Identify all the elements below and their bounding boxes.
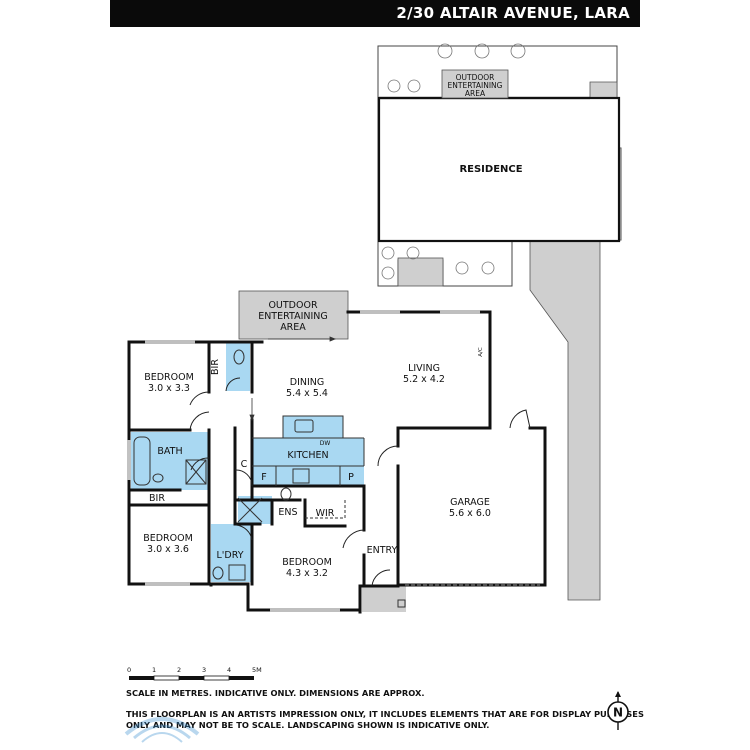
f-label: F: [261, 472, 266, 483]
bedroom1-dims: 3.0 x 3.3: [148, 383, 190, 394]
outdoor-top-label-2: ENTERTAINING: [448, 81, 503, 90]
compass-n-label: N: [613, 706, 623, 720]
watermark-logo: [124, 717, 200, 743]
north-compass-icon: N: [607, 691, 629, 730]
porch-post: [397, 599, 406, 608]
outdoor-main-label-3: AREA: [280, 322, 306, 333]
disclaimer-line-2: THIS FLOORPLAN IS AN ARTISTS IMPRESSION …: [126, 709, 644, 719]
p-label: P: [348, 472, 354, 483]
dining-dims: 5.4 x 5.4: [286, 388, 328, 399]
address-title: 2/30 ALTAIR AVENUE, LARA: [396, 4, 630, 22]
c-label: C: [241, 459, 248, 470]
scale-tick-2: 2: [177, 666, 181, 674]
bedroom2-dims: 3.0 x 3.6: [147, 544, 189, 555]
ldry-fill: [211, 524, 251, 582]
wir-label: WIR: [316, 508, 335, 519]
outdoor-area-main: [238, 290, 349, 340]
kitchen-fill: [252, 438, 364, 486]
walls: [127, 310, 547, 614]
scale-tick-1: 1: [152, 666, 156, 674]
kitchen-label: KITCHEN: [287, 450, 328, 461]
outdoor-main-label-2: ENTERTAINING: [258, 311, 328, 322]
outdoor-top-label-3: AREA: [465, 89, 486, 98]
header-bar: 2/30 ALTAIR AVENUE, LARA: [110, 0, 640, 27]
scale-bar: 0 1 2 3 4 5M: [127, 666, 262, 681]
scale-tick-0: 0: [127, 666, 131, 674]
dining-name: DINING: [290, 377, 325, 388]
residence: [377, 96, 621, 243]
flow-arrows: [249, 336, 337, 422]
disclaimer-line-3: ONLY AND MAY NOT BE TO SCALE. LANDSCAPIN…: [126, 720, 490, 730]
scale-tick-4: 4: [227, 666, 231, 674]
shrubs: [381, 43, 526, 280]
bedroom1-name: BEDROOM: [144, 372, 194, 383]
windows: [127, 310, 480, 612]
garage-name: GARAGE: [450, 497, 490, 508]
ldry-label: L'DRY: [216, 550, 243, 561]
neighbour-site: [377, 43, 622, 601]
bedroom3-dims: 4.3 x 3.2: [286, 568, 328, 579]
bedroom3-name: BEDROOM: [282, 557, 332, 568]
outdoor-top-label-1: OUTDOOR: [456, 73, 495, 82]
thin-lines: [133, 349, 365, 581]
bir1-label: BIR: [210, 359, 221, 375]
living-dims: 5.2 x 4.2: [403, 374, 445, 385]
bir2-label: BIR: [149, 493, 165, 504]
door-swings: [189, 377, 531, 587]
ens-label: ENS: [278, 507, 297, 518]
disclaimer: SCALE IN METRES. INDICATIVE ONLY. DIMENS…: [126, 688, 644, 731]
outdoor-main-label-1: OUTDOOR: [268, 300, 318, 311]
bath-fill: [131, 432, 209, 490]
wc-fill: [226, 343, 250, 391]
disclaimer-line-1: SCALE IN METRES. INDICATIVE ONLY. DIMENS…: [126, 688, 425, 698]
dw-label: DW: [320, 440, 331, 447]
scale-tick-5: 5M: [252, 666, 262, 674]
courtyard-small: [397, 257, 444, 287]
bath-label: BATH: [157, 446, 182, 457]
ac-label: A/C: [478, 347, 484, 357]
porch-fill: [362, 586, 406, 612]
entry-label: ENTRY: [367, 545, 398, 556]
garage-dims: 5.6 x 6.0: [449, 508, 491, 519]
bedroom2-name: BEDROOM: [143, 533, 193, 544]
residence-label: RESIDENCE: [459, 164, 522, 175]
outdoor-area-top: [441, 69, 509, 99]
living-name: LIVING: [408, 363, 440, 374]
scale-tick-3: 3: [202, 666, 206, 674]
